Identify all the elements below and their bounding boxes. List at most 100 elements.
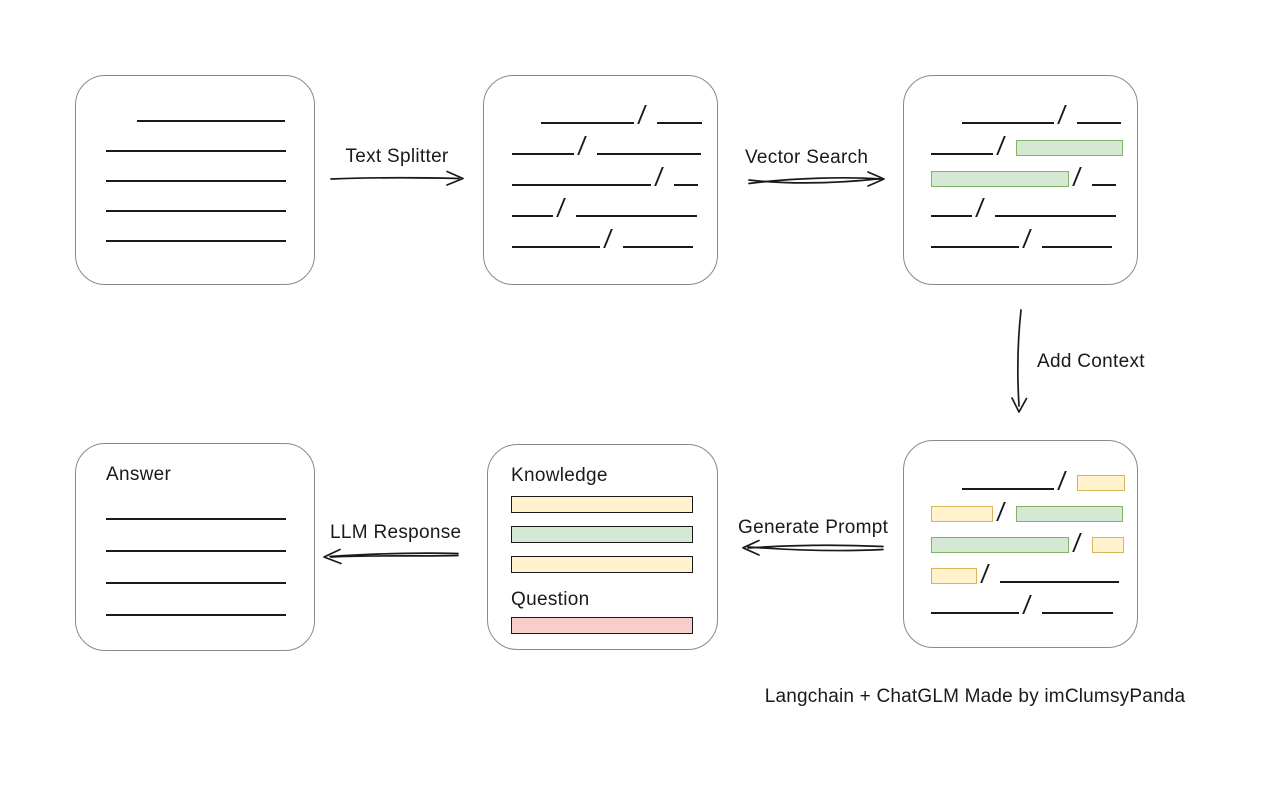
text-line [106,240,286,242]
text-line [106,180,286,182]
text-row [931,583,1137,614]
slash-separator [1057,471,1075,490]
text-line [931,153,993,155]
highlight-chunk-green [1016,506,1123,522]
highlight-chunk-green [931,171,1069,187]
slash-separator [1022,229,1040,248]
answer-lines [106,488,314,616]
knowledge-bars [511,496,717,573]
highlight-chunk-yellow [931,506,993,522]
retrieved-chunks-rows [904,76,1137,248]
answer-box: Answer [75,443,315,651]
slash-separator [1072,167,1090,186]
green-bar [511,526,693,543]
text-line [512,246,600,248]
slash-separator [975,198,993,217]
text-line [931,246,1019,248]
slash-separator [996,502,1014,521]
text-splitter-arrow [330,170,464,186]
text-line [962,122,1054,124]
yellow-bar [511,556,693,573]
caption-text: Langchain + ChatGLM Made by imClumsyPand… [764,686,1186,707]
slash-separator [577,136,595,155]
text-row [106,212,314,242]
highlight-chunk-yellow [931,568,977,584]
text-splitter-label: Text Splitter [345,146,449,167]
text-line [995,215,1116,217]
text-line [576,215,697,217]
source-document-box [75,75,315,285]
text-row [512,155,717,186]
context-chunks-box [903,440,1138,648]
vector-search-arrow [748,171,885,187]
text-row [931,155,1137,187]
text-line [657,122,702,124]
slash-separator [637,105,655,124]
text-row [931,490,1137,522]
text-row [931,521,1137,553]
slash-separator [1057,105,1075,124]
text-line [106,552,286,584]
text-row [931,552,1137,584]
text-line [597,153,701,155]
split-text-box [483,75,718,285]
slash-separator [996,136,1014,155]
text-line [512,153,574,155]
context-chunks-rows [904,441,1137,614]
text-row [512,217,717,248]
slash-separator [654,167,672,186]
llm-response-arrow [323,548,459,565]
question-bars [511,617,717,634]
slash-separator [556,198,574,217]
text-line [1092,184,1116,186]
slash-separator [1072,533,1090,552]
add-context-label: Add Context [1037,351,1145,372]
text-row [931,93,1137,124]
text-line [512,184,651,186]
text-row [512,124,717,155]
generate-prompt-label: Generate Prompt [738,517,889,538]
text-row [106,92,314,122]
text-row [106,122,314,152]
text-line [106,488,286,520]
text-line [1077,122,1121,124]
text-row [106,152,314,182]
answer-label: Answer [106,464,172,485]
text-line [541,122,634,124]
text-line [931,215,972,217]
source-document-lines [76,76,314,242]
text-line [931,612,1019,614]
prompt-box: Knowledge Question [487,444,718,650]
text-row [931,217,1137,248]
text-line [674,184,698,186]
text-line [106,210,286,212]
red-bar [511,617,693,634]
highlight-chunk-green [1016,140,1123,156]
text-row [931,459,1137,491]
highlight-chunk-green [931,537,1069,553]
text-line [1000,581,1119,583]
slash-separator [980,564,998,583]
text-line [137,120,285,122]
text-line [623,246,693,248]
question-label: Question [511,589,590,610]
text-line [106,150,286,152]
knowledge-label: Knowledge [511,465,608,486]
text-line [512,215,553,217]
add-context-arrow [1011,309,1028,413]
text-row [512,93,717,124]
text-row [106,182,314,212]
text-line [1042,246,1112,248]
text-line [962,488,1054,490]
text-row [512,186,717,217]
slash-separator [603,229,621,248]
text-row [931,124,1137,156]
text-line [106,520,286,552]
yellow-bar [511,496,693,513]
vector-search-label: Vector Search [745,147,869,168]
text-line [106,584,286,616]
highlight-chunk-yellow [1092,537,1124,553]
text-row [931,186,1137,217]
llm-response-label: LLM Response [330,522,462,543]
